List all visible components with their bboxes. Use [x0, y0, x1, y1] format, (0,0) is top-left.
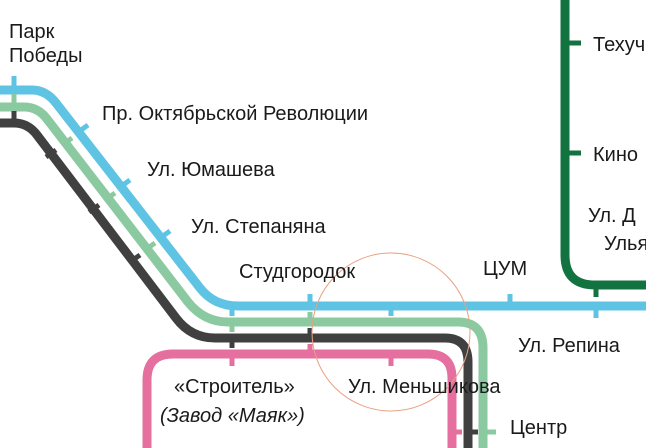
station-label[interactable]: ЦУМ: [483, 258, 527, 280]
dark-green-line: [560, 0, 646, 290]
black-line: [0, 118, 473, 448]
station-label[interactable]: Ул. Репина: [518, 335, 621, 357]
station-label[interactable]: Улья: [604, 233, 646, 255]
station-ticks: [11, 76, 599, 435]
light-green-line: [0, 102, 488, 448]
station-label[interactable]: Техуч: [593, 34, 645, 56]
station-label[interactable]: Пр. Октябрьской Революции: [102, 103, 368, 125]
station-label[interactable]: Центр: [510, 417, 567, 439]
station-label[interactable]: Победы: [9, 45, 82, 67]
dark-green-ticks: [565, 40, 599, 297]
station-label[interactable]: Ул. Меньшикова: [348, 376, 501, 398]
station-label[interactable]: Ул. Юмашева: [147, 159, 276, 181]
station-label[interactable]: Кино: [593, 144, 638, 166]
station-label[interactable]: Парк: [9, 21, 55, 43]
station-label[interactable]: Ул. Степаняна: [191, 216, 327, 238]
station-sublabel: (Завод «Маяк»): [160, 405, 305, 427]
pink-line: [142, 349, 457, 448]
highlight-circle: [311, 252, 471, 412]
station-label[interactable]: «Строитель»: [174, 376, 295, 398]
station-label[interactable]: Студгородок: [239, 261, 355, 283]
station-label[interactable]: Ул. Д: [588, 205, 636, 227]
blue-line: [0, 85, 646, 311]
